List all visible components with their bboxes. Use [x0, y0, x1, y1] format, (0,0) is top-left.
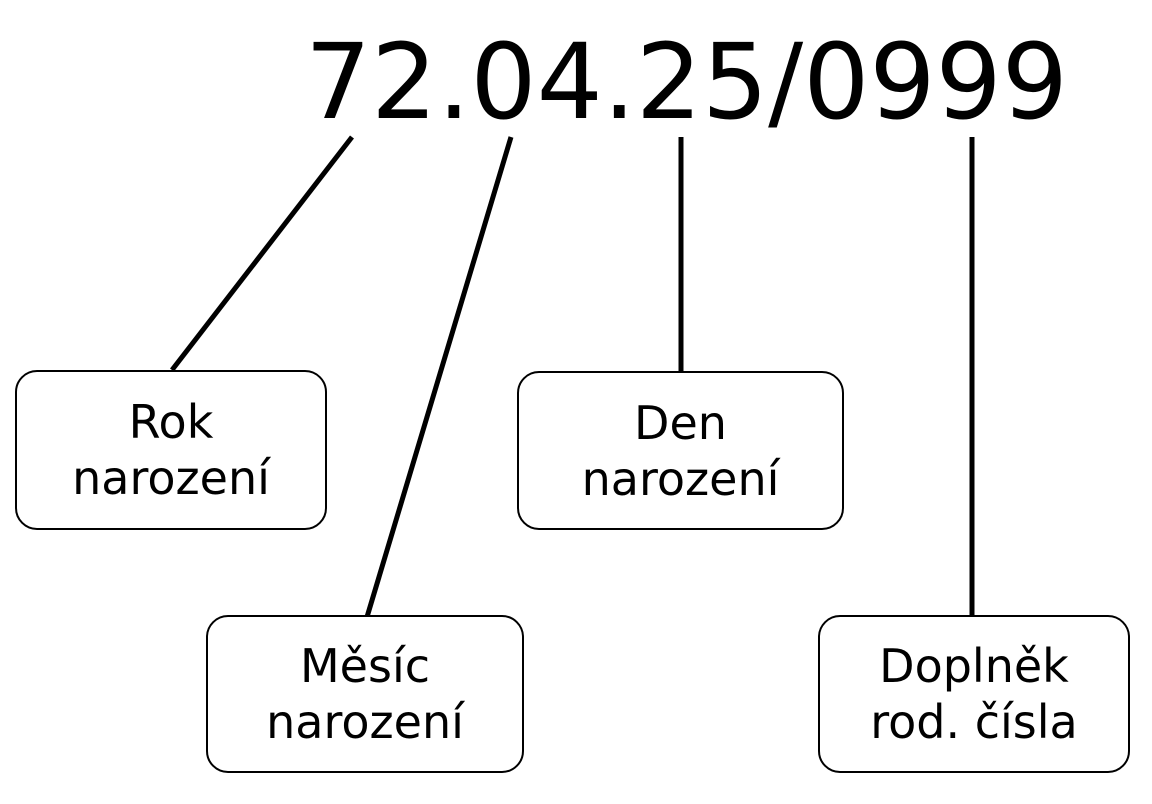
separator-slash: /: [768, 21, 804, 143]
suffix-digits: 0999: [803, 21, 1068, 143]
suffix-label-box: Doplněk rod. čísla: [818, 615, 1130, 773]
month-label-line2: narození: [266, 695, 464, 749]
separator-dot-2: .: [603, 21, 636, 143]
year-label-line1: Rok: [128, 395, 214, 449]
separator-dot-1: .: [437, 21, 470, 143]
day-label-line1: Den: [634, 395, 727, 450]
month-label-line1: Měsíc: [299, 639, 431, 693]
year-digits: 72: [305, 21, 437, 143]
year-connector-line: [170, 135, 354, 372]
year-label-box: Rok narození: [15, 370, 327, 530]
month-label-box: Měsíc narození: [206, 615, 524, 773]
month-connector-line: [364, 136, 514, 618]
suffix-label-line1: Doplněk: [879, 639, 1069, 693]
day-digits: 25: [636, 21, 768, 143]
birth-number: 72.04.25/0999: [305, 21, 1068, 143]
suffix-label-line2: rod. čísla: [870, 695, 1078, 749]
day-label-line2: narození: [581, 451, 780, 506]
month-digits: 04: [470, 21, 602, 143]
day-label-box: Den narození: [517, 371, 844, 530]
year-label-line2: narození: [72, 451, 270, 505]
